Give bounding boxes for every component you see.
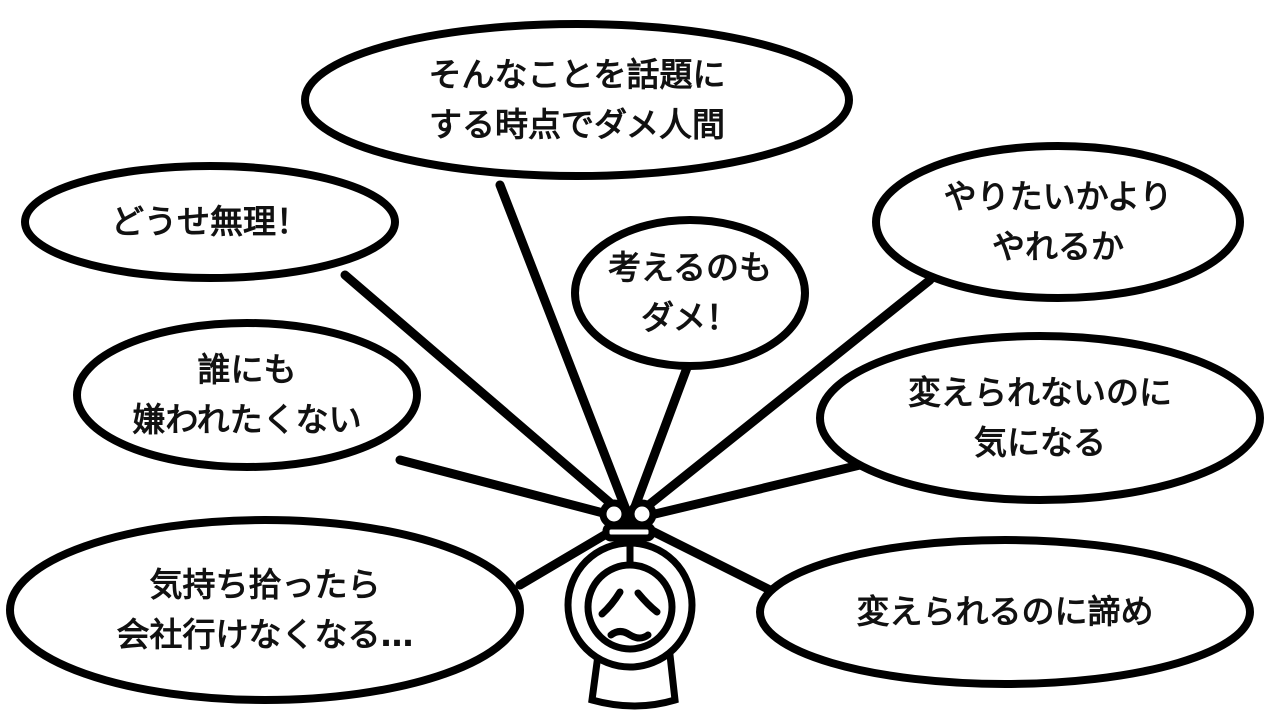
connector-line (625, 460, 865, 525)
bubble-ellipse (571, 216, 809, 370)
bubble-text: 気になる (974, 423, 1106, 462)
knot-left (599, 499, 629, 529)
bubble-3: やりたいかより やれるか (876, 146, 1240, 298)
bubble-text: 会社行けなくなる… (116, 615, 414, 654)
bubble-ellipse (21, 162, 399, 282)
connector-line (340, 270, 635, 525)
bubble-text: する時点でダメ人間 (428, 105, 725, 144)
bubble-1: どうせ無理！ (25, 166, 395, 278)
worried-person-icon (564, 499, 696, 710)
bubble-text: 嫌われたくない (132, 400, 362, 439)
bubble-text: 変えられないのに (908, 373, 1172, 412)
bubble-text: やりたいかより (943, 177, 1173, 216)
bubble-shapes (6, 20, 1264, 704)
bubble-ellipse (816, 332, 1264, 504)
bubble-text: そんなことを話題に (428, 55, 726, 94)
connector-line (495, 180, 635, 525)
bubble-5: 変えられないのに 気になる (820, 336, 1260, 500)
bubble-7: 変えられるのに諦め (760, 540, 1250, 684)
connector-line (625, 275, 935, 525)
bubble-text: 誰にも (197, 350, 297, 389)
bubble-text: 気持ち拾ったら (149, 565, 381, 604)
bubble-text: 変えられるのに諦め (856, 592, 1154, 631)
bubble-ellipse (6, 516, 524, 704)
connector-line (625, 360, 693, 525)
bubble-text: どうせ無理！ (111, 202, 309, 241)
bubble-2: 考えるのも ダメ！ (575, 220, 805, 366)
bubble-0: そんなことを話題に する時点でダメ人間 (305, 24, 849, 176)
bubble-ellipse (301, 20, 853, 180)
knot-band (602, 522, 656, 542)
bubble-4: 誰にも 嫌われたくない (77, 323, 417, 467)
connector-lines (340, 180, 935, 595)
bubble-ellipse (73, 319, 421, 471)
connector-line (395, 455, 635, 525)
bubble-text: ダメ！ (640, 298, 739, 337)
bubble-text: やれるか (992, 227, 1124, 266)
bubble-ellipse (756, 536, 1254, 688)
knot-right (627, 499, 657, 529)
bubble-text: 考えるのも (607, 248, 772, 287)
bubble-6: 気持ち拾ったら 会社行けなくなる… (10, 520, 520, 700)
bubble-ellipse (872, 142, 1244, 302)
